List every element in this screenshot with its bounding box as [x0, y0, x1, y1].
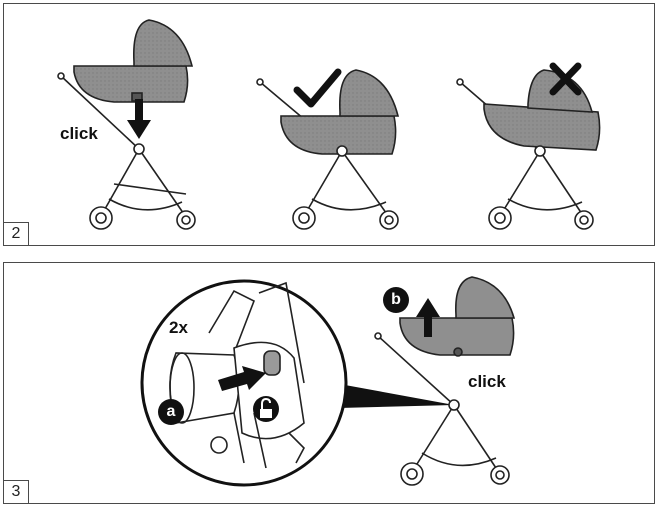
stroller-1: [57, 19, 196, 230]
step-2-panel: click 2: [3, 3, 655, 246]
step-2-illustration: [57, 19, 601, 230]
arrow-right-icon: [218, 366, 266, 391]
zoom-detail: [140, 279, 348, 487]
arrow-down-icon: [127, 99, 151, 139]
unlock-icon: [253, 396, 279, 422]
step-number: 2: [3, 222, 29, 246]
check-icon: [293, 68, 342, 108]
stroller-3: [456, 69, 601, 230]
badge-b: b: [383, 287, 409, 313]
badge-a: a: [158, 399, 184, 425]
cross-icon: [549, 62, 582, 96]
arrow-up-icon: [416, 298, 440, 337]
zoom-pointer: [334, 383, 454, 408]
click-label: click: [468, 372, 506, 391]
click-label: click: [60, 124, 98, 143]
count-label: 2x: [169, 318, 188, 337]
stroller-4: [374, 276, 516, 486]
step-3-illustration: [140, 276, 516, 487]
step-3-panel: 2x a b click 3: [3, 262, 655, 504]
step-number: 3: [3, 480, 29, 504]
stroller-2: [256, 69, 400, 230]
